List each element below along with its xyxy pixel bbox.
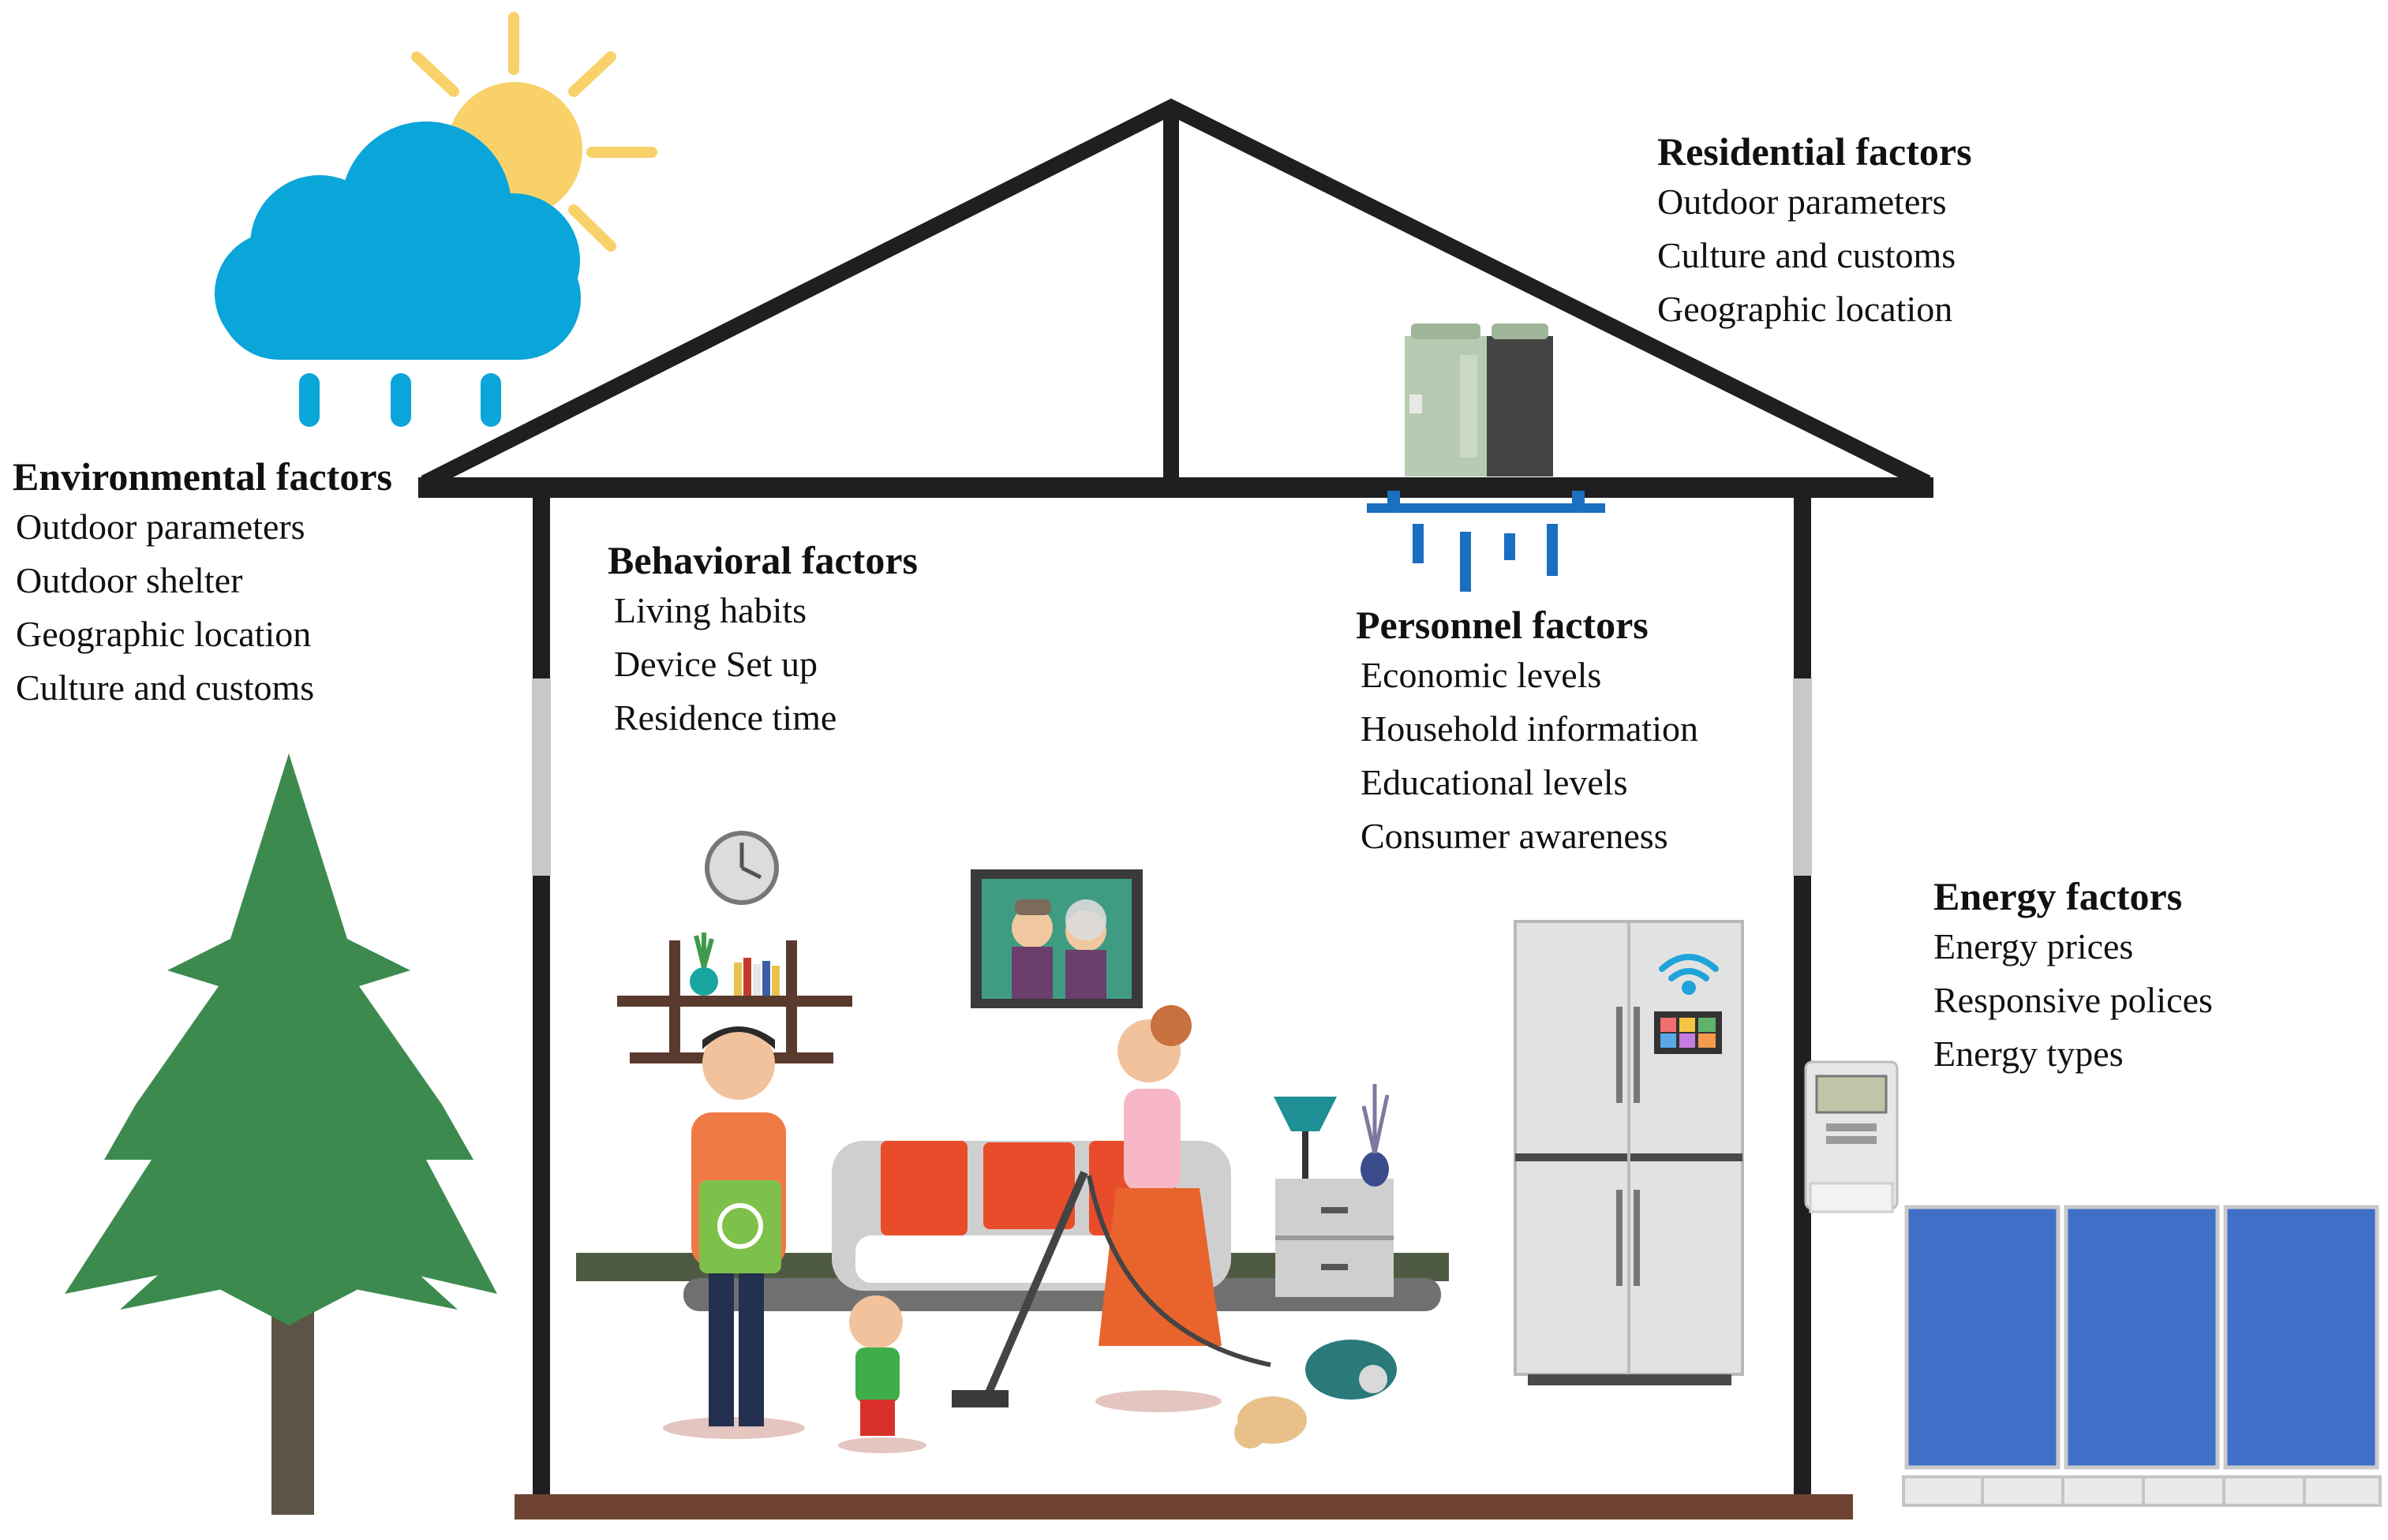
behavioral-factors-block: Behavioral factors Living habits Device … [608,536,918,745]
environmental-factors-heading: Environmental factors [13,454,392,499]
environmental-item-2: Outdoor shelter [16,560,243,600]
personnel-item-4: Consumer awareness [1361,816,1668,856]
clock-icon [705,831,779,905]
air-vent-icon [1367,491,1605,592]
lamp-icon [1274,1084,1394,1297]
tree-icon [65,753,497,1515]
behavioral-item-3: Residence time [614,697,837,738]
energy-factors-heading: Energy factors [1933,874,2183,918]
family-icon [663,1005,1222,1453]
personnel-factors-block: Personnel factors Economic levels Househ… [1356,601,1698,863]
house-icon [418,98,1933,1519]
behavioral-factors-heading: Behavioral factors [608,538,918,582]
cat-icon [1234,1396,1307,1448]
residential-item-2: Culture and customs [1657,235,1956,275]
cloud-icon [215,121,581,360]
personnel-factors-heading: Personnel factors [1356,603,1649,647]
environmental-item-3: Geographic location [16,614,312,654]
environmental-factors-block: Environmental factors Outdoor parameters… [13,453,392,715]
residential-item-3: Geographic location [1657,289,1953,329]
vacuum-icon [952,1171,1397,1407]
behavioral-item-1: Living habits [614,590,807,630]
environmental-item-4: Culture and customs [16,667,315,708]
residential-item-1: Outdoor parameters [1657,181,1947,222]
energy-item-3: Energy types [1933,1034,2124,1074]
heat-pump-icon [1405,323,1553,477]
energy-item-1: Energy prices [1933,926,2134,966]
personnel-item-3: Educational levels [1361,762,1628,802]
portrait-icon [971,869,1143,1008]
environmental-item-1: Outdoor parameters [16,506,305,547]
personnel-item-2: Household information [1361,708,1698,749]
behavioral-item-2: Device Set up [614,644,818,684]
residential-factors-block: Residential factors Outdoor parameters C… [1657,128,1972,336]
energy-factors-block: Energy factors Energy prices Responsive … [1933,873,2213,1081]
residential-factors-heading: Residential factors [1657,129,1972,174]
wifi-icon [1659,954,1719,995]
refrigerator-icon [1514,920,1744,1385]
solar-panel-icon [1902,1205,2382,1507]
rain-icon [299,373,501,427]
floor [515,1494,1853,1519]
personnel-item-1: Economic levels [1361,655,1602,695]
meter-icon [1804,1060,1899,1213]
energy-item-2: Responsive polices [1933,980,2213,1020]
